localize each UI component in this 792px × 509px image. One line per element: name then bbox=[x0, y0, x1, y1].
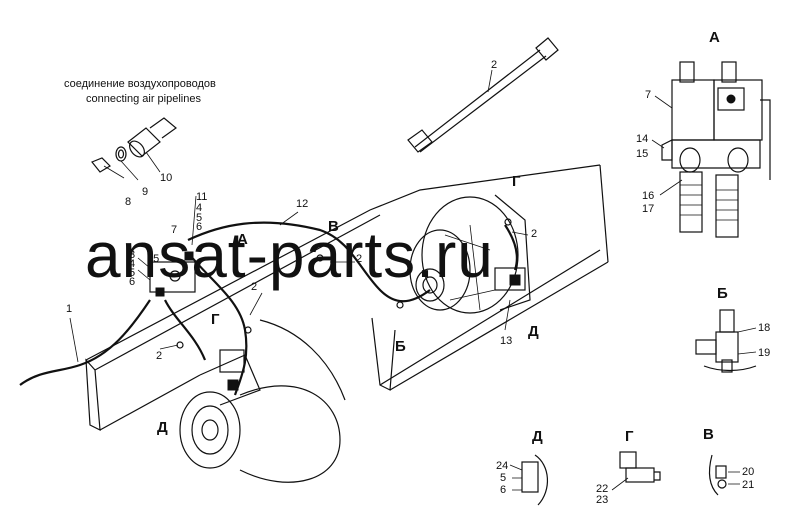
label-2-main-a: 2 bbox=[356, 253, 362, 265]
label-20: 20 bbox=[742, 466, 754, 478]
view-marker-V: В bbox=[328, 218, 339, 235]
caption-en: connecting air pipelines bbox=[86, 93, 201, 105]
label-5-viewD: 5 bbox=[500, 472, 506, 484]
label-4-main: 4 bbox=[196, 202, 202, 214]
pipe-part-drawing bbox=[407, 37, 559, 153]
label-13: 13 bbox=[500, 335, 512, 347]
view-A-drawing bbox=[651, 61, 771, 238]
label-10: 10 bbox=[160, 172, 172, 184]
view-title-G: Г bbox=[625, 428, 634, 445]
view-B-drawing bbox=[695, 309, 757, 373]
label-11: 11 bbox=[196, 191, 207, 203]
drum-assembly-drawing bbox=[409, 194, 531, 314]
label-7-main: 7 bbox=[171, 224, 177, 236]
label-2-main-c: 2 bbox=[251, 281, 257, 293]
compressor-assembly-drawing bbox=[179, 319, 346, 483]
connection-parts-drawing bbox=[91, 117, 177, 181]
leader-lines bbox=[69, 195, 529, 363]
label-8: 8 bbox=[125, 196, 131, 208]
bracket-drawing bbox=[149, 251, 196, 297]
label-14: 14 bbox=[636, 133, 648, 145]
label-25: 25 bbox=[147, 253, 159, 265]
label-1: 1 bbox=[66, 303, 72, 315]
label-9: 9 bbox=[142, 186, 148, 198]
label-23: 23 bbox=[596, 494, 608, 506]
label-22: 22 bbox=[596, 483, 608, 495]
label-21: 21 bbox=[742, 479, 754, 491]
label-7-viewA: 7 bbox=[645, 89, 651, 101]
pipeline-1 bbox=[19, 299, 151, 386]
label-3-main: 3 bbox=[129, 249, 135, 261]
pipeline-2-drum bbox=[504, 224, 519, 271]
label-19: 19 bbox=[758, 347, 770, 359]
label-6-main-b: 6 bbox=[129, 276, 135, 288]
label-2-main-b: 2 bbox=[531, 228, 537, 240]
label-5-main: 5 bbox=[196, 212, 202, 224]
label-4-main-b: 4 bbox=[129, 258, 135, 270]
label-6-main: 6 bbox=[196, 221, 202, 233]
frame-rail-drawing bbox=[85, 164, 609, 432]
view-marker-G-main: Г bbox=[512, 173, 521, 190]
view-title-B: Б bbox=[717, 285, 728, 302]
view-title-A: А bbox=[709, 29, 720, 46]
view-title-D: Д bbox=[532, 428, 543, 445]
view-marker-G-left: Г bbox=[211, 311, 220, 328]
label-17: 17 bbox=[642, 203, 654, 215]
view-G-drawing bbox=[611, 451, 661, 491]
label-2-main-d: 2 bbox=[156, 350, 162, 362]
caption-ru: соединение воздухопроводов bbox=[64, 78, 216, 90]
view-V-drawing bbox=[708, 454, 740, 496]
label-6-viewD: 6 bbox=[500, 484, 506, 496]
view-markers bbox=[176, 218, 512, 349]
label-12: 12 bbox=[296, 198, 308, 210]
label-5-main-b: 5 bbox=[129, 267, 135, 279]
pipeline-2-front bbox=[164, 299, 207, 361]
label-15: 15 bbox=[636, 148, 648, 160]
view-marker-A: А bbox=[237, 231, 248, 248]
view-marker-D-main: Д bbox=[528, 323, 539, 340]
label-18: 18 bbox=[758, 322, 770, 334]
view-marker-B-main: Б bbox=[395, 338, 406, 355]
pipeline-12 bbox=[187, 221, 431, 303]
label-2-pipe: 2 bbox=[491, 59, 497, 71]
view-marker-D-left: Д bbox=[157, 419, 168, 436]
view-title-V: В bbox=[703, 426, 714, 443]
label-24: 24 bbox=[496, 460, 508, 472]
label-16: 16 bbox=[642, 190, 654, 202]
view-D-drawing bbox=[509, 454, 548, 506]
